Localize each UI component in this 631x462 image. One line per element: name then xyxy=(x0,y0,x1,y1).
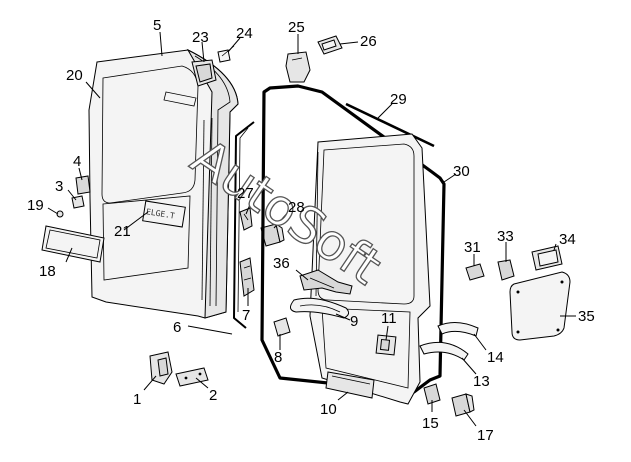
callout-19: 19 xyxy=(27,197,44,214)
callout-30: 30 xyxy=(453,163,470,180)
switch-panel xyxy=(375,334,397,356)
clip-33 xyxy=(497,259,515,281)
callout-8: 8 xyxy=(274,349,282,366)
callout-7: 7 xyxy=(242,307,250,324)
callout-6: 6 xyxy=(173,319,181,336)
callout-29: 29 xyxy=(390,91,407,108)
callout-28: 28 xyxy=(288,199,305,216)
door-seal xyxy=(260,84,446,394)
callout-27: 27 xyxy=(237,185,254,202)
bracket-2 xyxy=(175,367,209,387)
callout-9: 9 xyxy=(350,313,358,330)
bump-stop-8 xyxy=(273,317,291,337)
hinge-arm-13 xyxy=(419,341,469,361)
callout-5: 5 xyxy=(153,17,161,34)
callout-33: 33 xyxy=(497,228,514,245)
clip-4 xyxy=(75,175,91,195)
callout-26: 26 xyxy=(360,33,377,50)
callout-11: 11 xyxy=(381,310,397,327)
cover-panel xyxy=(509,271,571,341)
callout-21: 21 xyxy=(114,223,131,240)
callout-4: 4 xyxy=(73,153,81,170)
callout-34: 34 xyxy=(559,231,576,248)
callout-15: 15 xyxy=(422,415,439,432)
bracket-27 xyxy=(239,207,253,231)
callout-14: 14 xyxy=(487,349,504,366)
callout-3: 3 xyxy=(55,178,63,195)
callout-35: 35 xyxy=(578,308,595,325)
callout-23: 23 xyxy=(192,29,209,46)
hinge-arm-14 xyxy=(437,322,479,337)
callout-2: 2 xyxy=(209,387,217,404)
lamp-34 xyxy=(531,245,563,271)
callout-labels: 1 2 3 4 5 6 7 8 9 10 11 13 14 15 17 18 1… xyxy=(27,17,595,444)
lock-actuator xyxy=(260,222,285,247)
cap-23 xyxy=(191,59,217,87)
callout-10: 10 xyxy=(320,401,337,418)
latch-mechanism xyxy=(299,269,353,295)
license-plate xyxy=(41,225,105,263)
callout-36: 36 xyxy=(273,255,290,272)
bracket-25 xyxy=(285,51,311,83)
handle-plate xyxy=(325,371,375,399)
leader-lines xyxy=(47,31,576,427)
callout-17: 17 xyxy=(477,427,494,444)
model-badge: ELGE.T xyxy=(142,200,186,228)
hinge-7 xyxy=(239,257,255,297)
lamp-26 xyxy=(317,35,343,55)
callout-13: 13 xyxy=(473,373,490,390)
top-seal-strip xyxy=(345,102,435,148)
inner-handle xyxy=(290,297,350,319)
callout-1: 1 xyxy=(133,391,141,408)
callout-18: 18 xyxy=(39,263,56,280)
callout-20: 20 xyxy=(66,67,83,84)
rear-door-outer-panel xyxy=(88,48,239,319)
callout-25: 25 xyxy=(288,19,305,36)
callout-31: 31 xyxy=(464,239,481,256)
screw-19 xyxy=(56,210,64,218)
door-trim-strip xyxy=(233,121,255,329)
striker-15 xyxy=(423,383,441,405)
latch-31 xyxy=(465,263,485,281)
hinge-17 xyxy=(451,393,475,417)
callout-24: 24 xyxy=(236,25,253,42)
badge-label: ELGE.T xyxy=(145,207,175,220)
